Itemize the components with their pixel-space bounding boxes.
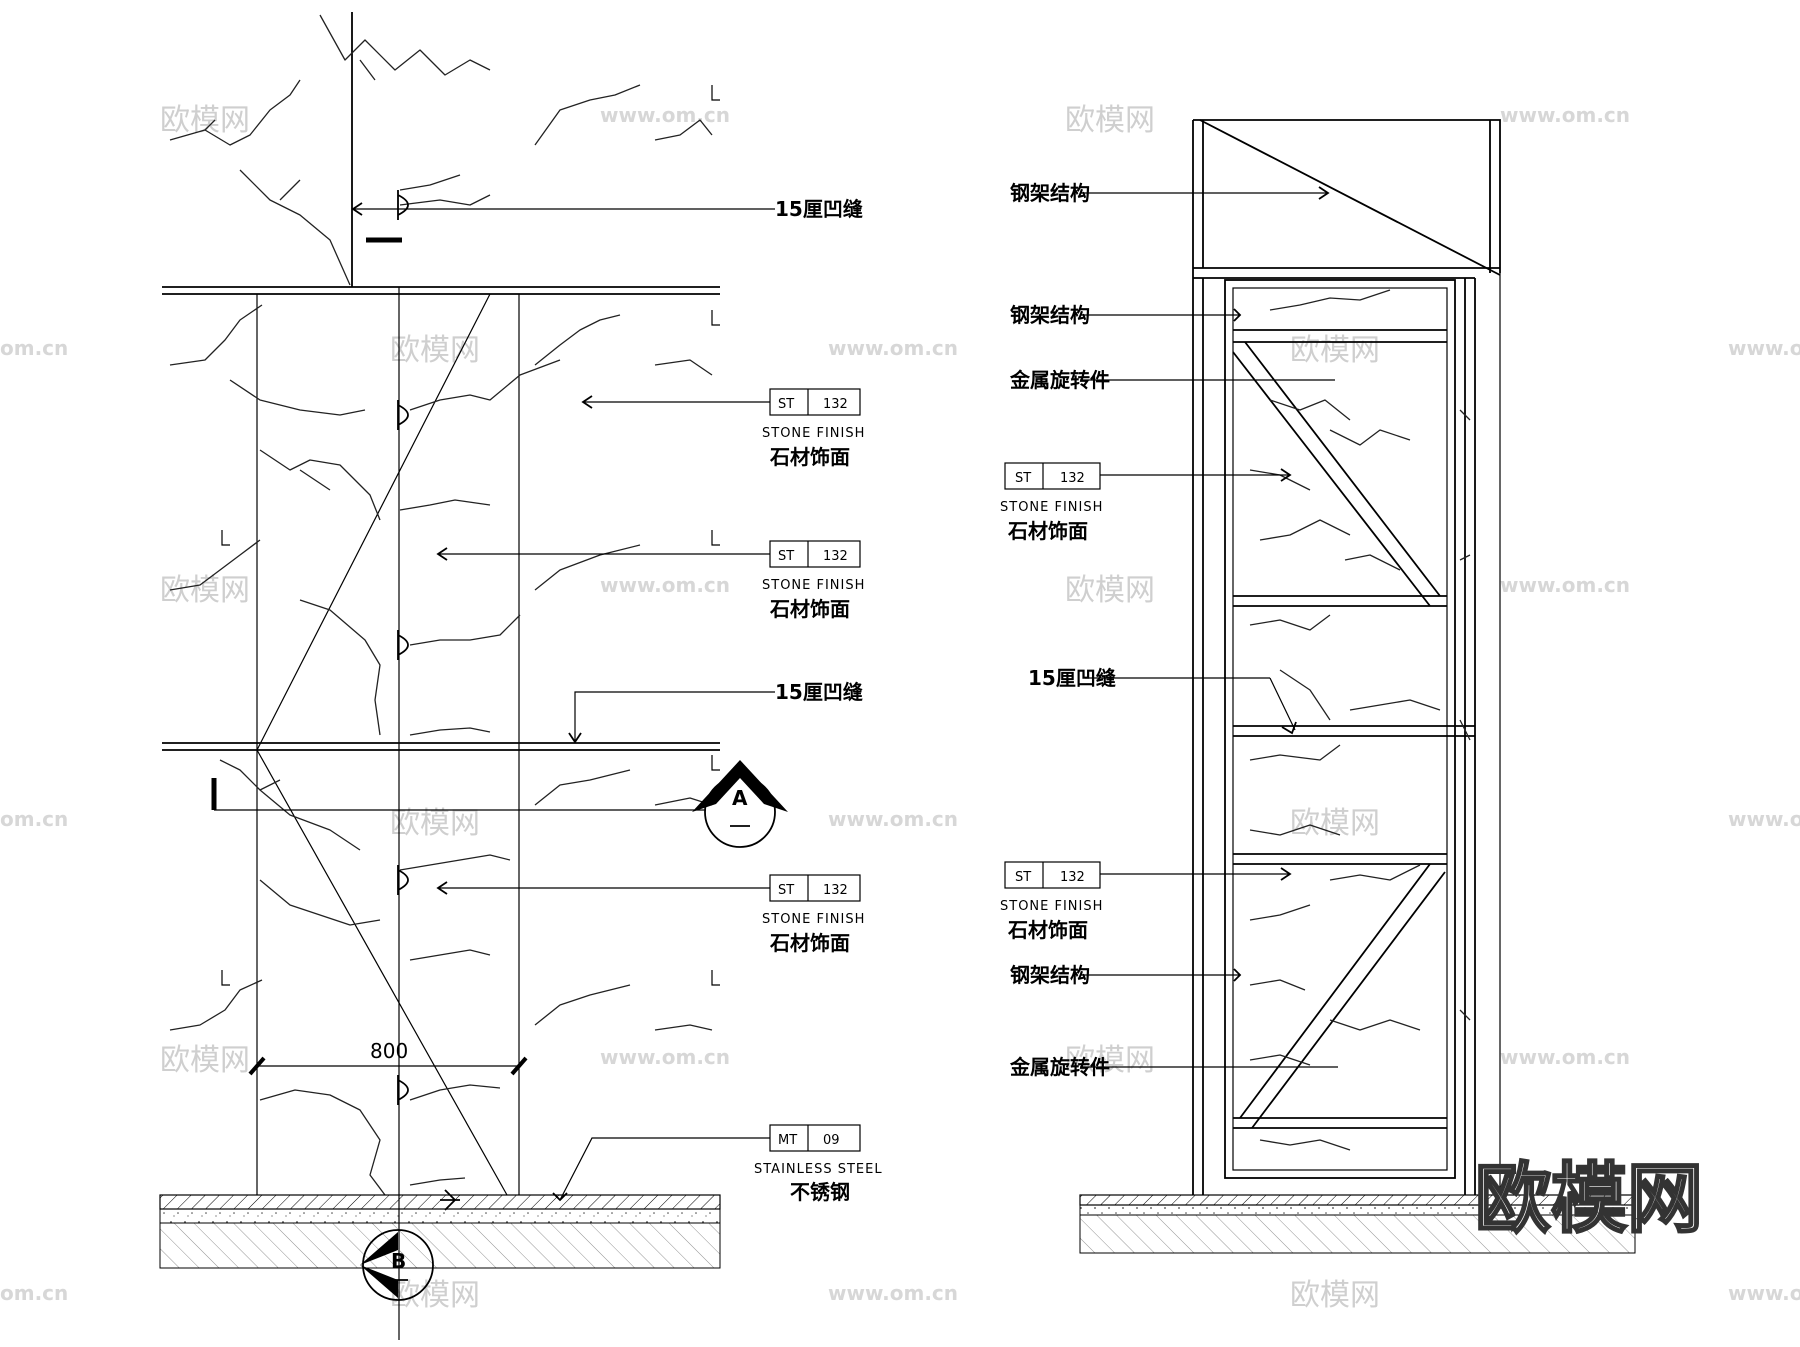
watermark-url: www.om.cn bbox=[1500, 103, 1630, 127]
tag-number: 132 bbox=[823, 397, 848, 412]
tag-code: ST bbox=[778, 883, 794, 898]
tag-code: ST bbox=[1015, 870, 1031, 885]
watermark-url: om.cn bbox=[0, 336, 68, 360]
watermark-text: 欧模网 bbox=[390, 1278, 480, 1313]
right-section: 钢架结构 钢架结构 金属旋转件 15厘凹缝 钢架结构 金属旋转件 ST 132 … bbox=[1000, 119, 1636, 1254]
tag-chinese: 石材饰面 bbox=[769, 597, 850, 621]
watermark-text: 欧模网 bbox=[1290, 1278, 1380, 1313]
tag-chinese: 石材饰面 bbox=[1007, 918, 1088, 942]
tag-number: 132 bbox=[823, 549, 848, 564]
frame-diagonal bbox=[256, 293, 491, 751]
watermark-url: www.om.cn bbox=[600, 103, 730, 127]
watermark-text: 欧模网 bbox=[1065, 573, 1155, 608]
l-marks bbox=[221, 85, 720, 986]
watermark-text: 欧模网 bbox=[1290, 333, 1380, 368]
groove-label: 15厘凹缝 bbox=[775, 680, 863, 704]
tag-english: STAINLESS STEEL bbox=[754, 1162, 883, 1177]
watermark-text: 欧模网 bbox=[1065, 1043, 1155, 1078]
tag-english: STONE FINISH bbox=[1000, 899, 1103, 914]
frame-diagonal bbox=[256, 749, 508, 1196]
watermark-text: 欧模网 bbox=[390, 806, 480, 841]
tag-chinese: 石材饰面 bbox=[769, 931, 850, 955]
truss-frame bbox=[1192, 119, 1501, 273]
tag-number: 132 bbox=[823, 883, 848, 898]
tag-english: STONE FINISH bbox=[762, 426, 865, 441]
tag-english: STONE FINISH bbox=[762, 912, 865, 927]
watermark-text: 欧模网 bbox=[390, 333, 480, 368]
swivel-label: 金属旋转件 bbox=[1009, 1055, 1110, 1079]
material-tag: ST 132 STONE FINISH 石材饰面 bbox=[1000, 861, 1103, 942]
steel-frame-label: 钢架结构 bbox=[1010, 963, 1090, 987]
leaders bbox=[351, 202, 775, 1202]
watermark-url: www.om.cn bbox=[828, 1281, 958, 1305]
watermark-url: www.om.cn bbox=[1500, 1045, 1630, 1069]
floor-slab bbox=[159, 1189, 721, 1269]
watermark-url: om.cn bbox=[0, 807, 68, 831]
tag-chinese: 石材饰面 bbox=[769, 445, 850, 469]
watermark-text: 欧模网 bbox=[160, 1043, 250, 1078]
watermark-text: 欧模网 bbox=[160, 103, 250, 138]
tag-code: ST bbox=[778, 549, 794, 564]
material-tag: ST 132 STONE FINISH 石材饰面 bbox=[762, 388, 865, 469]
tag-code: MT bbox=[778, 1133, 797, 1148]
floor-slab bbox=[1079, 1194, 1636, 1254]
tag-number: 132 bbox=[1060, 870, 1085, 885]
watermarks: 欧模网 www.om.cn 欧模网 www.om.cn om.cn 欧模网 ww… bbox=[0, 103, 1800, 1313]
material-tag: ST 132 STONE FINISH 石材饰面 bbox=[762, 540, 865, 621]
watermark-text: 欧模网 bbox=[1065, 103, 1155, 138]
groove-label: 15厘凹缝 bbox=[775, 197, 863, 221]
watermark-url: www.om.cn bbox=[1728, 1281, 1800, 1305]
stone-veining bbox=[169, 14, 713, 1196]
tag-english: STONE FINISH bbox=[1000, 500, 1103, 515]
truss-diagonal bbox=[1199, 119, 1501, 276]
material-tag: MT 09 STAINLESS STEEL 不锈钢 bbox=[754, 1124, 883, 1204]
swivel-label: 金属旋转件 bbox=[1009, 368, 1110, 392]
tag-chinese: 不锈钢 bbox=[790, 1180, 850, 1204]
brand-logo: 欧模网 bbox=[1475, 1154, 1703, 1243]
section-marker-b: B bbox=[360, 1229, 434, 1301]
watermark-url: www.om.cn bbox=[828, 336, 958, 360]
watermark-url: www.om.cn bbox=[1728, 807, 1800, 831]
steel-frame bbox=[1224, 279, 1475, 1179]
dimension-line: 800 bbox=[248, 1039, 528, 1076]
stone-veining bbox=[1249, 289, 1471, 1151]
tag-number: 09 bbox=[823, 1133, 840, 1148]
steel-frame-label: 钢架结构 bbox=[1010, 181, 1090, 205]
tag-code: ST bbox=[1015, 471, 1031, 486]
tag-english: STONE FINISH bbox=[762, 578, 865, 593]
leaders bbox=[1080, 186, 1338, 1068]
watermark-url: www.om.cn bbox=[1500, 573, 1630, 597]
dimension-value: 800 bbox=[370, 1039, 408, 1063]
watermark-text: 欧模网 bbox=[160, 573, 250, 608]
left-elevation: 15厘凹缝 15厘凹缝 ST 132 STONE FINISH 石材饰面 ST … bbox=[159, 12, 883, 1340]
material-tag: ST 132 STONE FINISH 石材饰面 bbox=[1000, 462, 1103, 543]
watermark-url: www.om.cn bbox=[1728, 336, 1800, 360]
tag-chinese: 石材饰面 bbox=[1007, 519, 1088, 543]
anchor-fittings bbox=[397, 190, 409, 1105]
watermark-url: www.om.cn bbox=[600, 1045, 730, 1069]
watermark-url: om.cn bbox=[0, 1281, 68, 1305]
section-marker-a: A bbox=[692, 760, 788, 848]
tag-number: 132 bbox=[1060, 471, 1085, 486]
steel-frame-label: 钢架结构 bbox=[1010, 303, 1090, 327]
tag-code: ST bbox=[778, 397, 794, 412]
watermark-url: www.om.cn bbox=[600, 573, 730, 597]
section-letter: B bbox=[391, 1249, 406, 1273]
section-letter: A bbox=[732, 786, 748, 810]
watermark-text: 欧模网 bbox=[1290, 806, 1380, 841]
groove-label: 15厘凹缝 bbox=[1028, 666, 1116, 690]
material-tag: ST 132 STONE FINISH 石材饰面 bbox=[762, 874, 865, 955]
watermark-url: www.om.cn bbox=[828, 807, 958, 831]
